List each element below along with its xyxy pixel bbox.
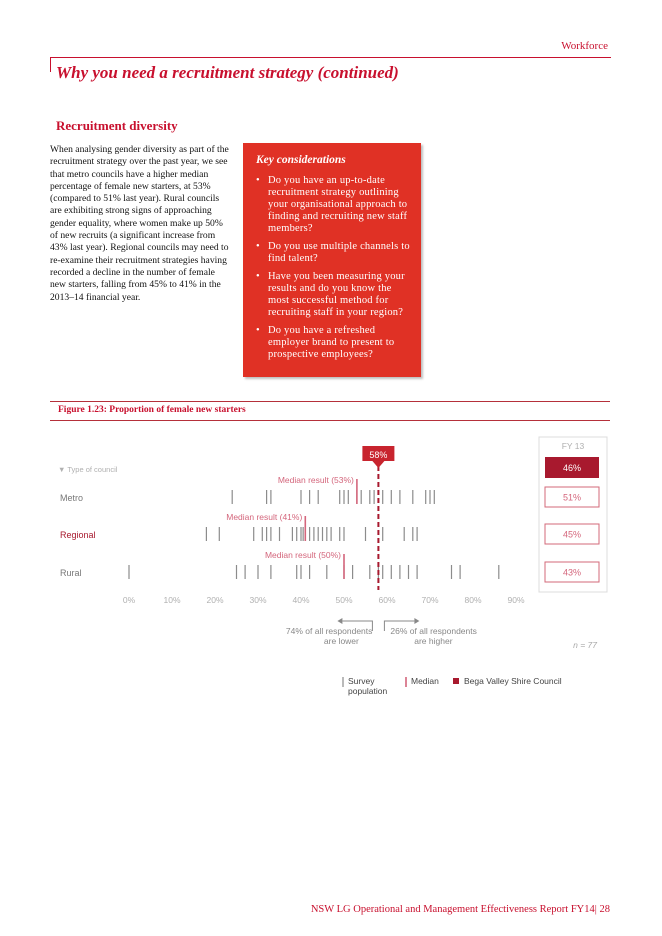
x-tick-label: 30% <box>249 595 266 605</box>
sample-size-label: n = 77 <box>573 640 597 650</box>
x-tick-label: 60% <box>378 595 395 605</box>
fy13-row-value: 43% <box>563 568 581 578</box>
section-label: Workforce <box>561 40 608 52</box>
x-tick-label: 10% <box>163 595 180 605</box>
fy13-row-box <box>544 523 600 545</box>
median-label: Median result (50%) <box>265 550 341 560</box>
page-footer: NSW LG Operational and Management Effect… <box>310 904 610 915</box>
fy13-row-box <box>544 561 600 583</box>
section-heading: Recruitment diversity <box>56 118 178 133</box>
figure-rule-bottom <box>50 420 610 421</box>
key-consideration-item: Do you have a refreshed employer brand t… <box>256 325 411 361</box>
key-considerations-box: Key considerations Do you have an up-to-… <box>243 143 421 377</box>
key-considerations-title: Key considerations <box>256 154 346 166</box>
category-label: Regional <box>60 530 96 540</box>
figure-title: Figure 1.23: Proportion of female new st… <box>58 405 246 415</box>
key-consideration-item: Do you have an up-to-date recruitment st… <box>256 175 411 235</box>
higher-note: are higher <box>414 636 452 646</box>
fy13-panel <box>538 436 608 593</box>
x-tick-label: 40% <box>292 595 309 605</box>
body-text: When analysing gender diversity as part … <box>50 144 229 303</box>
fy13-row-box <box>544 486 600 508</box>
overall-median-value: 58% <box>369 450 387 460</box>
higher-note: 26% of all respondents <box>390 626 476 636</box>
legend-label: Survey <box>348 676 375 686</box>
fy13-row-value: 51% <box>563 493 581 503</box>
lower-note: 74% of all respondents <box>286 626 372 636</box>
x-tick-label: 80% <box>464 595 481 605</box>
fy13-title: FY 13 <box>562 441 585 451</box>
page-title: Why you need a recruitment strategy (con… <box>56 63 399 82</box>
median-label: Median result (41%) <box>226 512 302 522</box>
x-tick-label: 70% <box>421 595 438 605</box>
median-label: Median result (53%) <box>278 475 354 485</box>
lower-note: are lower <box>324 636 359 646</box>
type-of-council-filter: ▼ Type of council <box>58 465 118 474</box>
x-tick-label: 20% <box>206 595 223 605</box>
legend-council-symbol <box>453 678 459 684</box>
legend-label: population <box>348 686 388 696</box>
higher-arrow <box>383 620 415 631</box>
overall-median-badge <box>362 446 395 468</box>
category-label: Rural <box>60 568 82 578</box>
x-tick-label: 90% <box>507 595 524 605</box>
fy13-current-value: 46% <box>563 463 581 473</box>
x-tick-label: 0% <box>123 595 136 605</box>
fy13-row-value: 45% <box>563 530 581 540</box>
higher-arrowhead <box>414 618 420 624</box>
key-consideration-item: Do you use multiple channels to find tal… <box>256 241 411 265</box>
key-considerations-list: Do you have an up-to-date recruitment st… <box>256 175 411 361</box>
header-bracket <box>50 57 611 72</box>
legend-label: Median <box>411 676 439 686</box>
lower-arrowhead <box>337 618 343 624</box>
category-label: Metro <box>60 493 83 503</box>
key-consideration-item: Have you been measuring your results and… <box>256 271 411 319</box>
figure-rule-top <box>50 401 610 402</box>
x-tick-label: 50% <box>335 595 352 605</box>
lower-arrow <box>342 620 373 631</box>
fy13-current-box <box>545 457 599 478</box>
legend-label: Bega Valley Shire Council <box>464 676 562 686</box>
